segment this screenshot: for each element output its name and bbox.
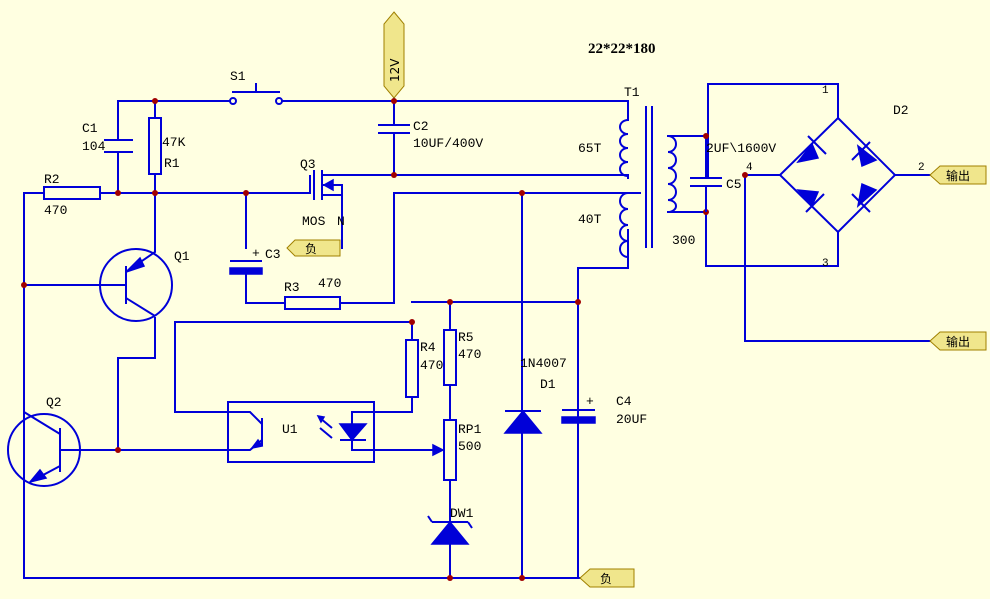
capacitor-c1-value: 104 [82,139,106,154]
supply-port-12v: 12V [383,11,405,99]
potentiometer-rp1: RP1 500 [432,419,482,481]
diode-d1: 1N4007 D1 [503,356,567,434]
transformer-t1: T1 65T 40T 300 [578,85,695,258]
capacitor-c3: + C3 [229,246,281,275]
resistor-r1-name: R1 [164,156,180,171]
capacitor-c3-plus: + [252,246,260,261]
capacitor-c2-name: C2 [413,119,429,134]
optocoupler-u1: U1 [227,401,375,463]
resistor-r5-name: R5 [458,330,474,345]
capacitor-c5: 2UF\1600V C5 [690,140,776,212]
resistor-r1: 47K R1 [148,117,186,175]
mosfet-q3-name: Q3 [300,157,316,172]
resistor-r4: R4 470 [405,339,443,398]
switch-s1-label: S1 [230,69,246,84]
bridge-rectifier-d2-name: D2 [893,103,909,118]
capacitor-c2: C2 10UF/400V [378,119,483,151]
transistor-q1: Q1 [99,248,190,322]
wires [23,83,931,579]
zener-dw1: DW1 [427,506,474,545]
supply-port-label: 12V [388,58,402,82]
output-port-bottom: 输出 [929,331,987,351]
resistor-r5-value: 470 [458,347,481,362]
bridge-pin-1: 1 [822,85,829,97]
neg-port-c3: 负 [286,239,341,257]
resistor-r2: R2 470 [43,172,101,218]
neg-port-bottom-label: 负 [600,572,612,586]
capacitor-c4-plus: + [586,394,594,409]
capacitor-c4-name: C4 [616,394,632,409]
resistor-r3-value: 470 [318,276,341,291]
capacitor-c4: + C4 20UF [561,394,647,427]
neg-port-bottom: 负 [579,568,635,588]
switch-s1: S1 [229,69,283,105]
capacitor-c1-name: C1 [82,121,98,136]
resistor-r2-name: R2 [44,172,60,187]
resistor-r1-value: 47K [162,135,186,150]
resistor-r4-name: R4 [420,340,436,355]
zener-dw1-label: DW1 [450,506,474,521]
mosfet-q3: Q3 MOS N [300,157,345,229]
output-port-bottom-label: 输出 [946,334,970,349]
transformer-t1-name: T1 [624,85,640,100]
bridge-pin-2: 2 [918,162,925,174]
output-port-top: 输出 [929,165,987,185]
core-spec-title: 22*22*180 [588,41,656,57]
transistor-q1-label: Q1 [174,249,190,264]
diode-d1-type: 1N4007 [520,356,567,371]
transformer-t1-secondary: 40T [578,212,602,227]
bridge-pin-3: 3 [822,258,829,270]
junction-dots [21,98,748,581]
resistor-r3-name: R3 [284,280,300,295]
capacitor-c5-name: C5 [726,177,742,192]
optocoupler-u1-label: U1 [282,422,298,437]
resistor-r4-value: 470 [420,358,443,373]
capacitor-c1: C1 104 [82,121,133,154]
bridge-rectifier-d2: D2 1 2 3 4 [746,85,925,270]
capacitor-c3-name: C3 [265,247,281,262]
mosfet-q3-type: MOS [302,214,326,229]
neg-port-c3-label: 负 [305,242,317,256]
resistor-r2-value: 470 [44,203,67,218]
transistor-q2: Q2 [7,395,81,487]
potentiometer-rp1-name: RP1 [458,422,482,437]
resistor-r3: R3 470 [284,276,341,310]
bridge-pin-4: 4 [746,162,753,174]
resistor-r5: R5 470 [443,329,481,386]
capacitor-c4-value: 20UF [616,412,647,427]
transformer-t1-primary: 65T [578,141,602,156]
output-port-top-label: 输出 [946,168,970,183]
capacitor-c2-value: 10UF/400V [413,136,483,151]
capacitor-c5-value: 2UF\1600V [706,141,776,156]
transformer-t1-output: 300 [672,233,695,248]
transistor-q2-label: Q2 [46,395,62,410]
diode-d1-name: D1 [540,377,556,392]
mosfet-q3-pin: N [337,214,345,229]
potentiometer-rp1-value: 500 [458,439,481,454]
